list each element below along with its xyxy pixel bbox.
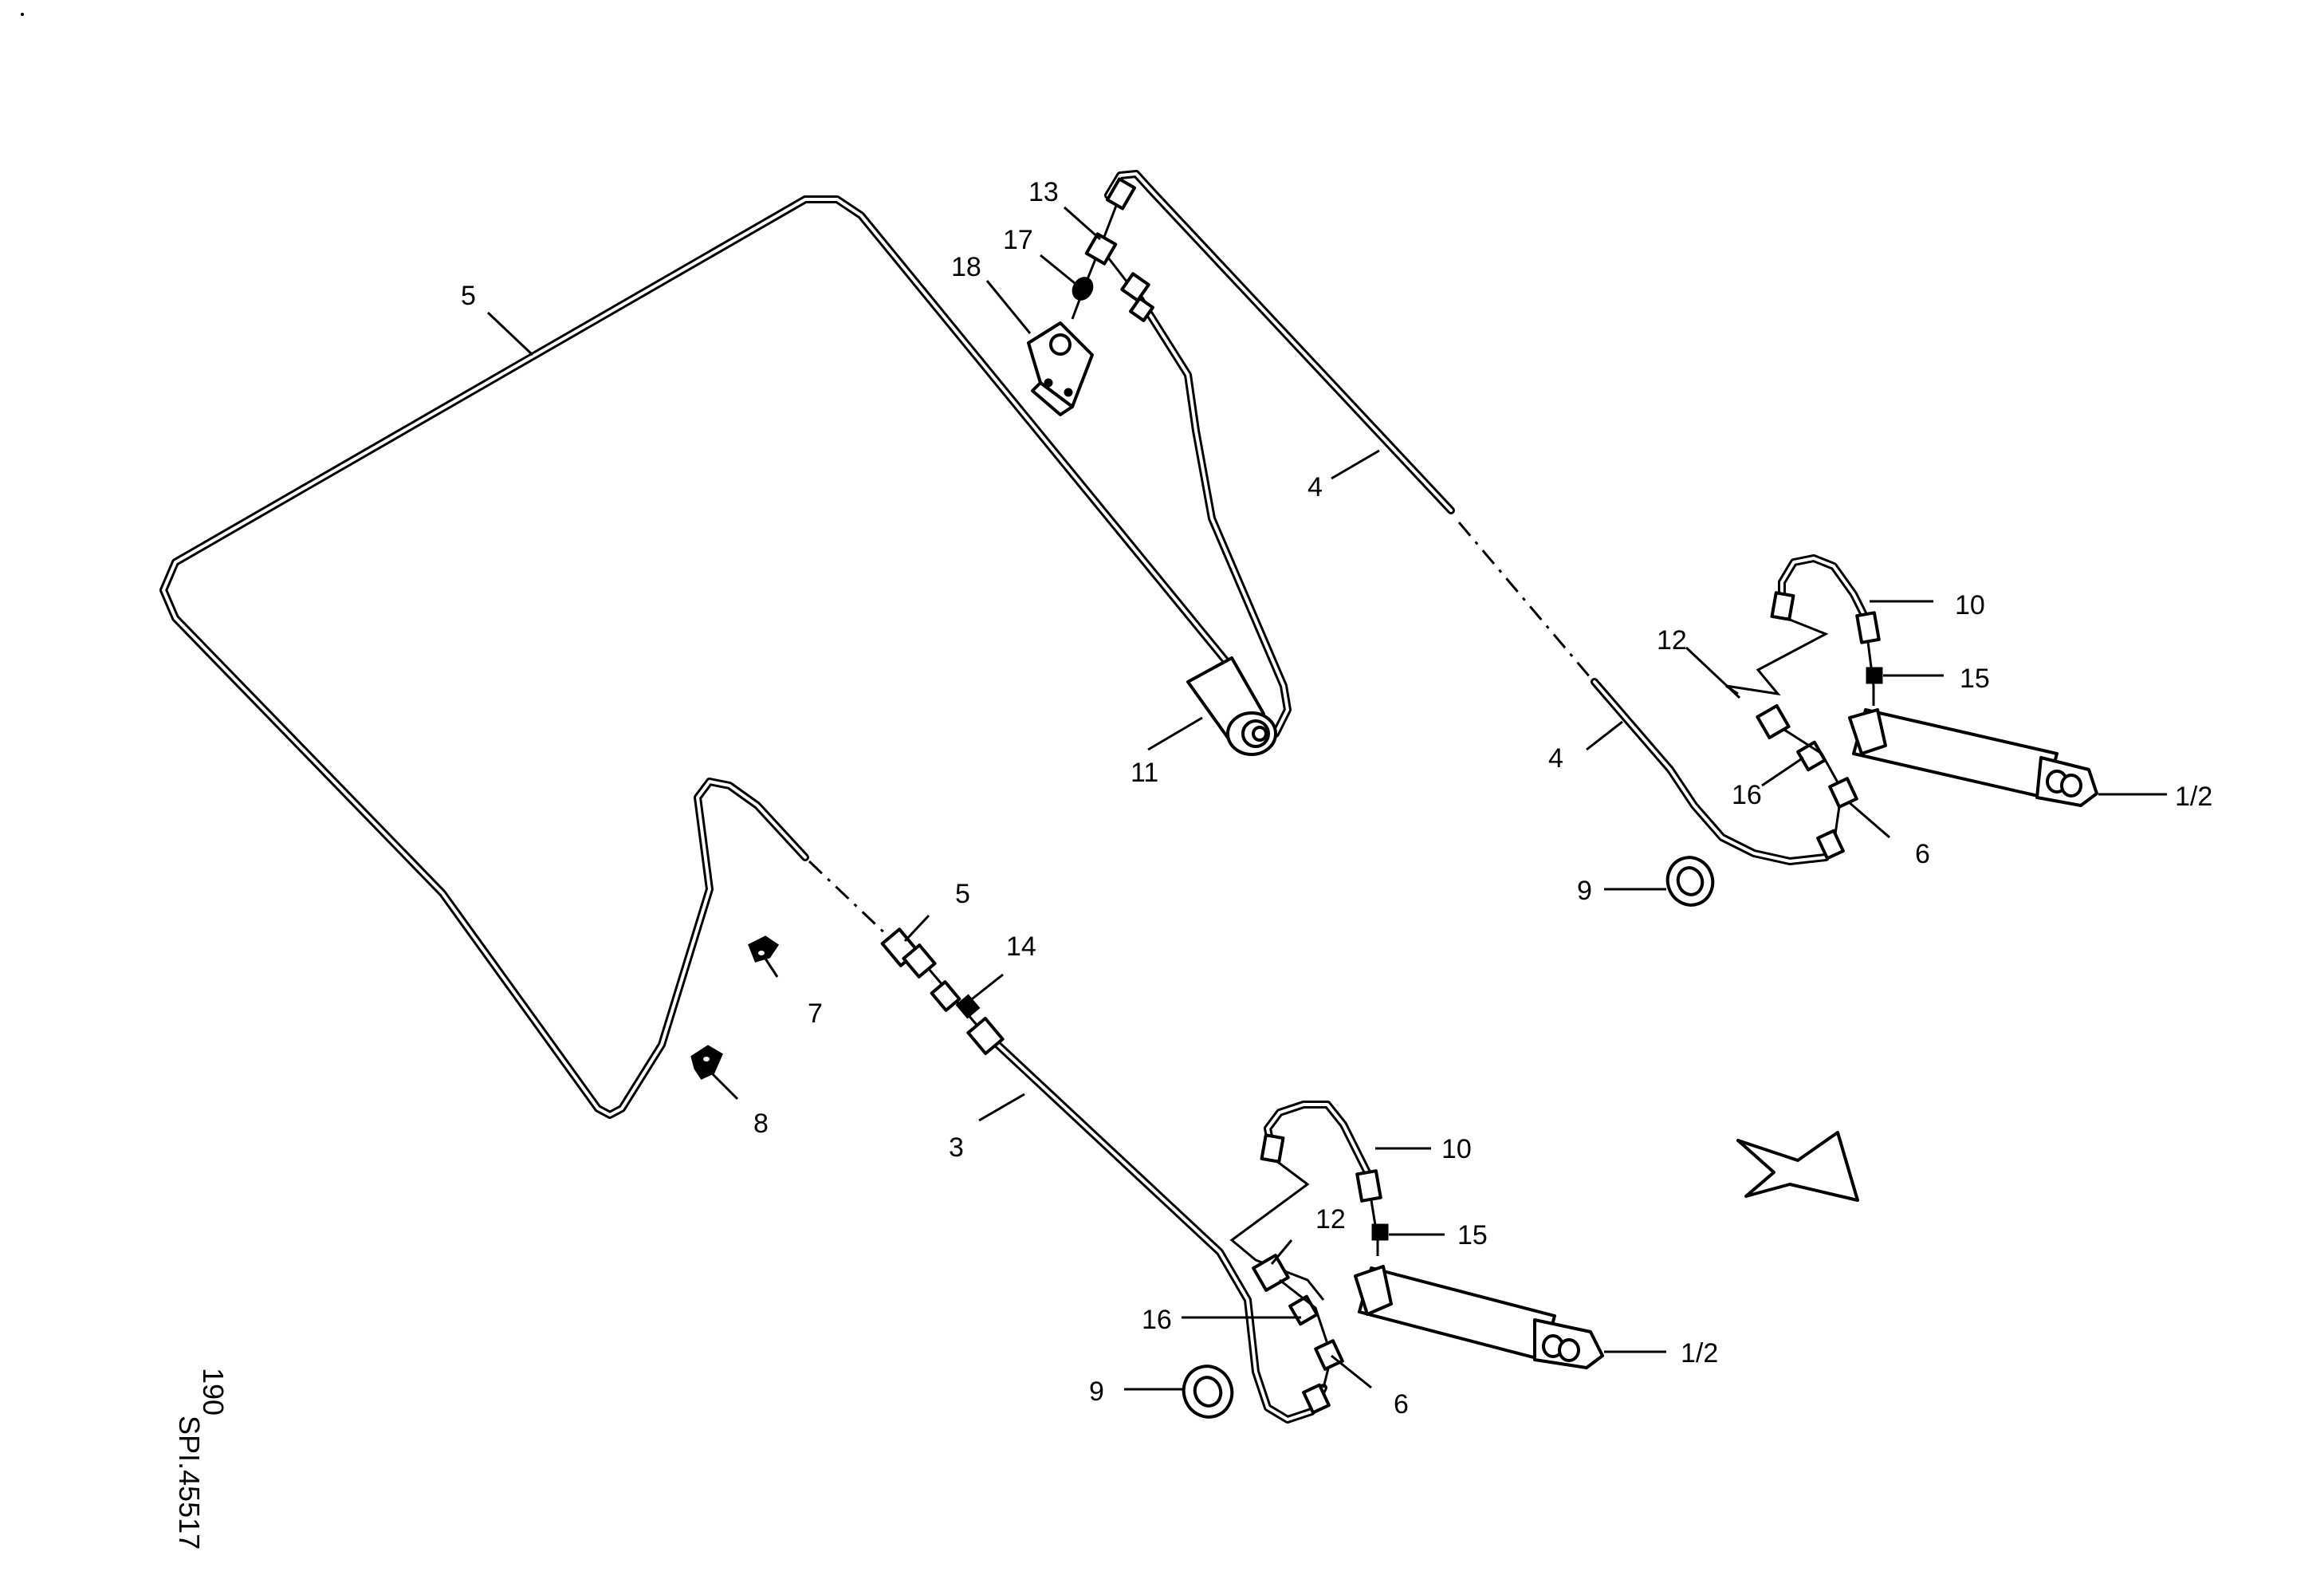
callout-12-right: 12 bbox=[1657, 625, 1687, 656]
pipe-link-16-6-lower bbox=[1279, 1278, 1333, 1388]
callout-9-right: 9 bbox=[1577, 876, 1592, 906]
pipe-4-lower bbox=[1591, 678, 1830, 865]
nut-14 bbox=[955, 994, 981, 1019]
fitting-5-nut bbox=[930, 980, 961, 1012]
callout-12-lower: 12 bbox=[1315, 1204, 1346, 1235]
sheet-number: 190 bbox=[197, 1368, 230, 1416]
callout-10-right: 10 bbox=[1955, 590, 1985, 620]
callout-16-lower: 16 bbox=[1142, 1305, 1172, 1335]
pipe-11-return bbox=[1136, 295, 1292, 738]
callout-18: 18 bbox=[951, 252, 981, 282]
drawing-code: SPI.45517 bbox=[173, 1416, 206, 1550]
callout-1-2-lower: 1/2 bbox=[1681, 1338, 1718, 1369]
callout-7: 7 bbox=[808, 998, 823, 1029]
tee-fitting-13 bbox=[1084, 232, 1118, 266]
union-12-lower bbox=[1252, 1254, 1290, 1292]
callout-9-lower: 9 bbox=[1089, 1376, 1104, 1407]
hose-10-right-line bbox=[1866, 641, 1875, 706]
pipe-4-hidden-section bbox=[1457, 522, 1592, 679]
callout-10-lower: 10 bbox=[1441, 1134, 1472, 1164]
callout-16-right: 16 bbox=[1732, 780, 1762, 810]
elbow-6-right bbox=[1828, 777, 1858, 809]
corner-dot bbox=[21, 13, 24, 16]
callout-15-right: 15 bbox=[1960, 664, 1990, 694]
leader-lines bbox=[486, 206, 2167, 1391]
clip-7 bbox=[748, 935, 780, 963]
nut-15-lower bbox=[1371, 1223, 1389, 1241]
callout-17: 17 bbox=[1003, 225, 1033, 255]
bleed-pipe-12-right bbox=[1725, 616, 1829, 696]
callout-3: 3 bbox=[949, 1132, 964, 1163]
direction-arrow-icon bbox=[1736, 1131, 1859, 1202]
pipe-4-upper bbox=[1104, 170, 1455, 514]
pressure-switch-18 bbox=[1027, 321, 1094, 416]
hose-10-right-end-b bbox=[1855, 611, 1881, 644]
elbow-6-lower bbox=[1314, 1339, 1344, 1371]
callout-14: 14 bbox=[1006, 931, 1036, 962]
callout-11: 11 bbox=[1131, 758, 1158, 788]
tee-branch-nut bbox=[1129, 297, 1154, 322]
hose-10-lower-end-a bbox=[1260, 1133, 1285, 1164]
clip-8 bbox=[690, 1045, 723, 1080]
seal-9-lower-inner bbox=[1193, 1376, 1223, 1408]
callout-5-mid: 5 bbox=[955, 879, 970, 909]
callout-5-top: 5 bbox=[461, 281, 476, 311]
callout-8: 8 bbox=[753, 1109, 769, 1139]
fitting-5-union bbox=[880, 927, 937, 979]
seal-9-right-inner bbox=[1676, 866, 1705, 896]
pipe-5-hidden-section bbox=[808, 860, 891, 939]
callout-6-right: 6 bbox=[1915, 839, 1930, 869]
tee-branch-fitting bbox=[1120, 272, 1150, 302]
cylinder-1-2-right bbox=[1848, 708, 2098, 807]
bleed-pipe-12-lower bbox=[1229, 1159, 1325, 1301]
nut-15-right bbox=[1866, 667, 1883, 684]
callout-6-lower: 6 bbox=[1394, 1389, 1409, 1420]
pipe-5-main-loop bbox=[159, 195, 1244, 1119]
hose-10-lower bbox=[1264, 1101, 1375, 1184]
union-12-right bbox=[1756, 704, 1791, 739]
callout-4-upper: 4 bbox=[1307, 472, 1323, 502]
elbow-6-lower-b bbox=[1302, 1383, 1331, 1415]
hose-10-right-end-a bbox=[1770, 591, 1795, 621]
cylinder-1-2-lower bbox=[1354, 1265, 1604, 1369]
callout-13: 13 bbox=[1028, 177, 1059, 207]
washer-17 bbox=[1072, 277, 1094, 301]
pipe-3-end-fitting bbox=[966, 1016, 1005, 1056]
callout-1-2-right: 1/2 bbox=[2175, 782, 2212, 812]
hose-10-lower-end-b bbox=[1355, 1169, 1382, 1203]
fitting-top bbox=[1105, 177, 1137, 211]
callout-4-lower: 4 bbox=[1548, 743, 1563, 774]
nut-16-lower bbox=[1288, 1294, 1319, 1326]
tee-13-stem bbox=[1071, 195, 1122, 320]
callout-15-lower: 15 bbox=[1457, 1220, 1488, 1250]
hose-10-right bbox=[1778, 554, 1870, 622]
pipe-3 bbox=[977, 1025, 1327, 1424]
accumulator-11 bbox=[1186, 656, 1277, 756]
elbow-6-right-b bbox=[1816, 829, 1845, 861]
